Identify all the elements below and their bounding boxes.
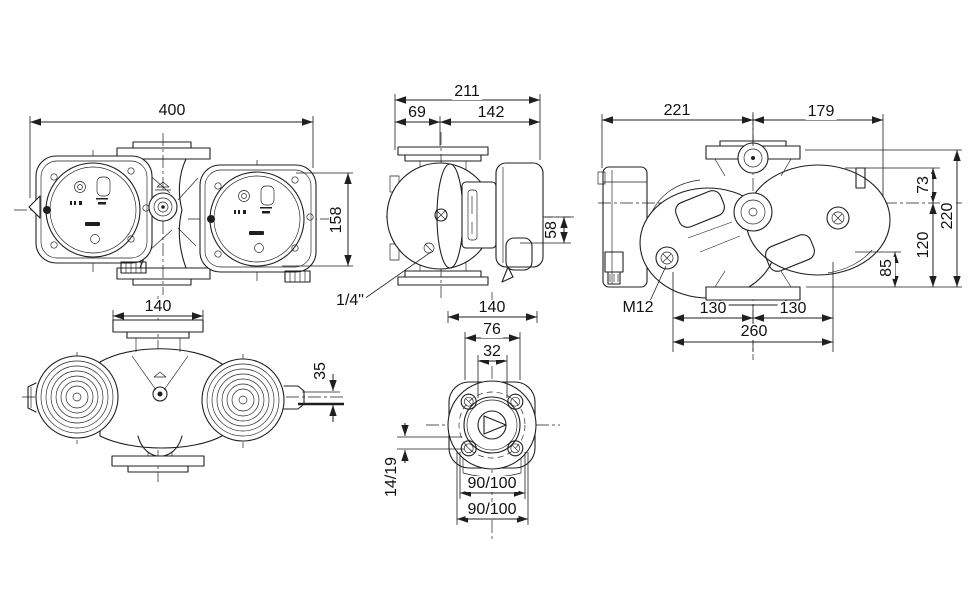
dim-bottom-foot-offset: 35: [312, 360, 329, 382]
dim-top-port-right: 130: [777, 300, 809, 317]
dim-top-base-depth: 85: [878, 257, 895, 279]
dim-top-port-total: 260: [738, 323, 770, 340]
dim-top-port-left: 130: [697, 300, 729, 317]
nameplate-marks: [70, 198, 108, 226]
dim-top-bolt-size: M12: [620, 299, 656, 316]
dim-side-port-offset: 58: [543, 219, 560, 241]
dim-side-flange-to-center: 69: [406, 104, 428, 121]
pump-head-front: [35, 155, 153, 274]
dim-flange-bolt-circle-b: 90/100: [465, 501, 519, 518]
dim-front-body-height: 158: [328, 204, 345, 236]
side-view: [363, 94, 574, 300]
front-view: [14, 116, 353, 295]
dim-flange-bolt-hole: 14/19: [383, 454, 400, 500]
dim-side-overall-depth: 211: [452, 83, 482, 100]
dim-side-center-to-box: 142: [475, 104, 507, 121]
dim-flange-bore-width: 32: [481, 343, 503, 360]
dim-front-overall-width: 400: [156, 102, 188, 119]
flange-view: [397, 292, 560, 542]
dim-top-left-of-center: 221: [661, 102, 693, 119]
dim-top-right-of-center: 179: [805, 103, 837, 120]
bottom-view: [22, 296, 344, 482]
dim-top-overall-depth: 220: [939, 200, 956, 232]
head-tab: [28, 195, 41, 219]
top-view: [597, 112, 962, 360]
dim-side-plug-thread: 1/4": [334, 292, 366, 309]
dim-flange-bolt-circle-a: 90/100: [465, 475, 519, 492]
dim-bottom-flange-width: 140: [142, 298, 174, 315]
dim-top-head-depth: 120: [915, 229, 932, 261]
bolt-holes: [460, 393, 524, 457]
dim-top-head-offset: 73: [915, 174, 932, 196]
dim-flange-hub-width: 76: [481, 321, 503, 338]
dim-flange-width: 140: [476, 299, 508, 316]
